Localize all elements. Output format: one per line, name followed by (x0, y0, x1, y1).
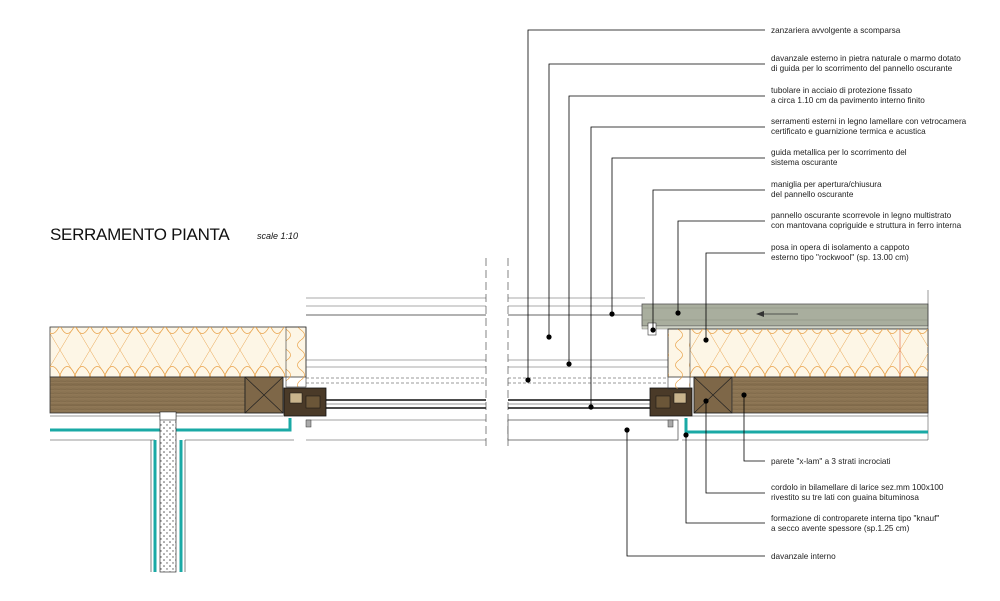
label-davanzale-esterno: davanzale esterno in pietra naturale o m… (771, 54, 963, 73)
label-pannello-oscurante: pannello oscurante scorrevole in legno m… (771, 211, 962, 230)
left-window-frame (283, 258, 487, 450)
label-zanzariera: zanzariera avvolgente a scomparsa (771, 26, 901, 35)
left-insulation-return (285, 326, 307, 388)
label-tubolare: tubolare in acciaio di protezione fissat… (771, 86, 925, 105)
leader-davanzale-esterno (548, 63, 765, 337)
leader-zanzariera (527, 29, 765, 380)
label-guida-metallica: guida metallica per lo scorrimento del s… (771, 148, 909, 167)
label-serramenti: serramenti esterni in legno lamellare co… (771, 117, 969, 136)
label-maniglia: maniglia per apertura/chiusura del panne… (771, 180, 884, 199)
leader-tubolare (568, 95, 765, 364)
right-xlam-wall (731, 376, 929, 414)
shutter-panel (641, 303, 929, 327)
left-arrow-icon (756, 311, 798, 317)
leader-maniglia (652, 189, 765, 330)
leader-dots (525, 310, 747, 438)
leader-davanzale-interno (626, 430, 765, 557)
label-xlam: parete "x-lam" a 3 strati incrociati (771, 457, 891, 466)
leader-controparete (685, 435, 765, 524)
leader-isolamento (705, 252, 765, 340)
partition-wall (159, 411, 177, 573)
right-wall (667, 328, 929, 441)
leader-pannello-oscurante (677, 220, 765, 313)
right-window-frame (507, 258, 693, 450)
right-insulation-hatch (690, 329, 928, 377)
label-cordolo: cordolo in bilamellare di larice sez.mm … (771, 483, 946, 502)
label-davanzale-interno: davanzale interno (771, 552, 836, 561)
scale-text: scale 1:10 (257, 231, 298, 241)
sliding-shutter (641, 290, 929, 440)
label-isolamento: posa in opera di isolamento a cappoto es… (771, 243, 912, 262)
annotation-labels: zanzariera avvolgente a scomparsa davanz… (771, 26, 969, 561)
drawing-title: SERRAMENTO PIANTA scale 1:10 (50, 225, 298, 244)
left-wall (49, 326, 307, 573)
right-insulation-return (667, 328, 691, 390)
left-internal-lining (50, 418, 292, 432)
right-internal-lining (684, 418, 928, 434)
label-controparete: formazione di controparete interna tipo … (771, 514, 942, 533)
leader-lines (527, 29, 765, 557)
title-text: SERRAMENTO PIANTA (50, 225, 230, 244)
left-xlam-wall (49, 376, 246, 414)
leader-cordolo (705, 401, 765, 494)
left-insulation-hatch (50, 327, 285, 377)
internal-sill (507, 419, 679, 441)
leader-guida-metallica (611, 157, 765, 314)
leader-serramenti (590, 126, 765, 407)
leader-xlam (743, 395, 765, 462)
